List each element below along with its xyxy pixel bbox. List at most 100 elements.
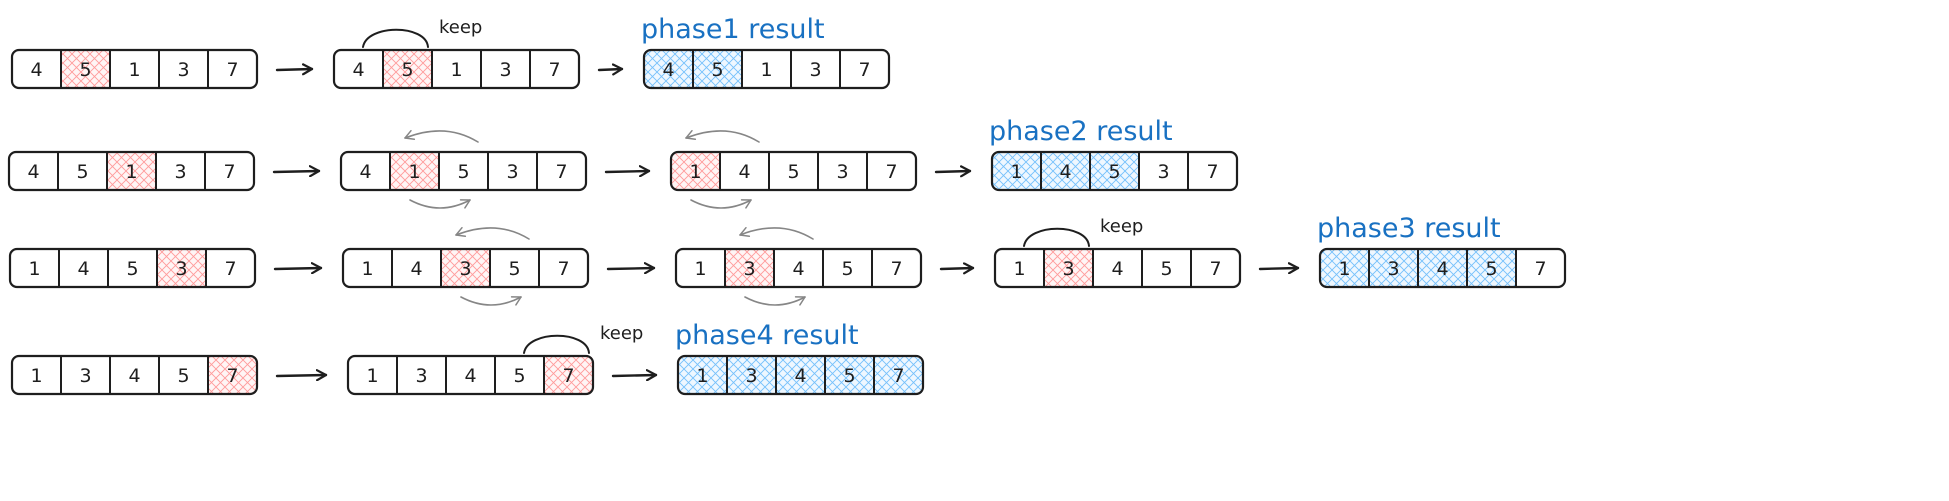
sorted-cell-fill [1042, 153, 1089, 189]
swap-arrow-left [685, 129, 760, 143]
cell-value: 1 [689, 161, 701, 183]
array-box [1318, 247, 1567, 289]
pivot-cell-fill [672, 153, 719, 189]
swap-arrow-left [404, 129, 479, 143]
cell-value: 5 [1485, 258, 1497, 280]
cell-value: 3 [175, 258, 187, 280]
array-box [346, 354, 595, 396]
cell-value: 7 [224, 258, 236, 280]
pivot-cell-fill [391, 153, 438, 189]
array-box [674, 247, 923, 289]
array-box [332, 48, 581, 90]
cell-value: 7 [1534, 258, 1546, 280]
phase-result-label: phase3 result [1317, 213, 1501, 244]
cell-value: 3 [743, 258, 755, 280]
flow-arrow [273, 268, 323, 269]
flow-arrow [272, 171, 321, 172]
cell-value: 3 [836, 161, 848, 183]
cell-value: 3 [506, 161, 518, 183]
cell-value: 1 [28, 258, 40, 280]
flow-arrow [597, 69, 624, 70]
array-box [341, 247, 590, 289]
cell-value: 4 [1059, 161, 1071, 183]
cell-value: 4 [27, 161, 39, 183]
cell-value: 1 [366, 365, 378, 387]
sorted-cell-fill [777, 357, 824, 393]
cell-value: 1 [1010, 161, 1022, 183]
flow-arrow [606, 268, 656, 269]
cell-value: 4 [410, 258, 422, 280]
flow-arrow [611, 375, 658, 376]
cell-value: 4 [464, 365, 476, 387]
pivot-cell-fill [1045, 250, 1092, 286]
pivot-cell-fill [384, 51, 431, 87]
cell-value: 4 [352, 59, 364, 81]
cell-value: 1 [128, 59, 140, 81]
cell-value: 4 [128, 365, 140, 387]
cell-value: 1 [30, 365, 42, 387]
pivot-cell-fill [726, 250, 773, 286]
swap-arrow-right [409, 199, 471, 209]
keep-label: keep [600, 323, 643, 344]
cell-value: 3 [79, 365, 91, 387]
swap-arrow-right [744, 296, 806, 306]
cell-value: 5 [711, 59, 723, 81]
cell-value: 3 [1157, 161, 1169, 183]
cell-value: 7 [562, 365, 574, 387]
cell-value: 3 [174, 161, 186, 183]
cell-value: 1 [450, 59, 462, 81]
cell-value: 3 [1387, 258, 1399, 280]
cell-value: 1 [361, 258, 373, 280]
cell-value: 4 [1436, 258, 1448, 280]
cell-value: 5 [177, 365, 189, 387]
flow-arrow [939, 268, 975, 269]
flow-arrow [934, 171, 972, 172]
sorted-cell-fill [1091, 153, 1138, 189]
cell-value: 5 [843, 365, 855, 387]
flow-arrow [604, 171, 651, 172]
keep-label: keep [439, 17, 482, 38]
array-box [993, 247, 1242, 289]
array-box [10, 354, 259, 396]
cell-value: 3 [1062, 258, 1074, 280]
cell-value: 5 [508, 258, 520, 280]
swap-arrow-right [460, 296, 522, 306]
array-box [10, 48, 259, 90]
phase-result-label: phase1 result [641, 14, 825, 45]
array-box [339, 150, 588, 192]
cell-value: 5 [76, 161, 88, 183]
flow-arrow [275, 69, 314, 70]
cell-value: 5 [457, 161, 469, 183]
pivot-cell-fill [209, 357, 256, 393]
cell-value: 7 [885, 161, 897, 183]
cell-value: 7 [892, 365, 904, 387]
sorted-cell-fill [1321, 250, 1368, 286]
phase-result-label: phase4 result [675, 320, 859, 351]
array-box [8, 247, 257, 289]
cell-value: 5 [841, 258, 853, 280]
flow-arrow [275, 375, 328, 376]
flow-arrow [1258, 268, 1300, 269]
array-box [676, 354, 925, 396]
sorted-cell-fill [694, 51, 741, 87]
phase-result-label: phase2 result [989, 116, 1173, 147]
cell-value: 4 [792, 258, 804, 280]
pivot-cell-fill [62, 51, 109, 87]
cell-value: 1 [408, 161, 420, 183]
cell-value: 3 [177, 59, 189, 81]
cell-value: 5 [787, 161, 799, 183]
cell-value: 7 [1209, 258, 1221, 280]
cell-value: 7 [890, 258, 902, 280]
cell-value: 4 [77, 258, 89, 280]
